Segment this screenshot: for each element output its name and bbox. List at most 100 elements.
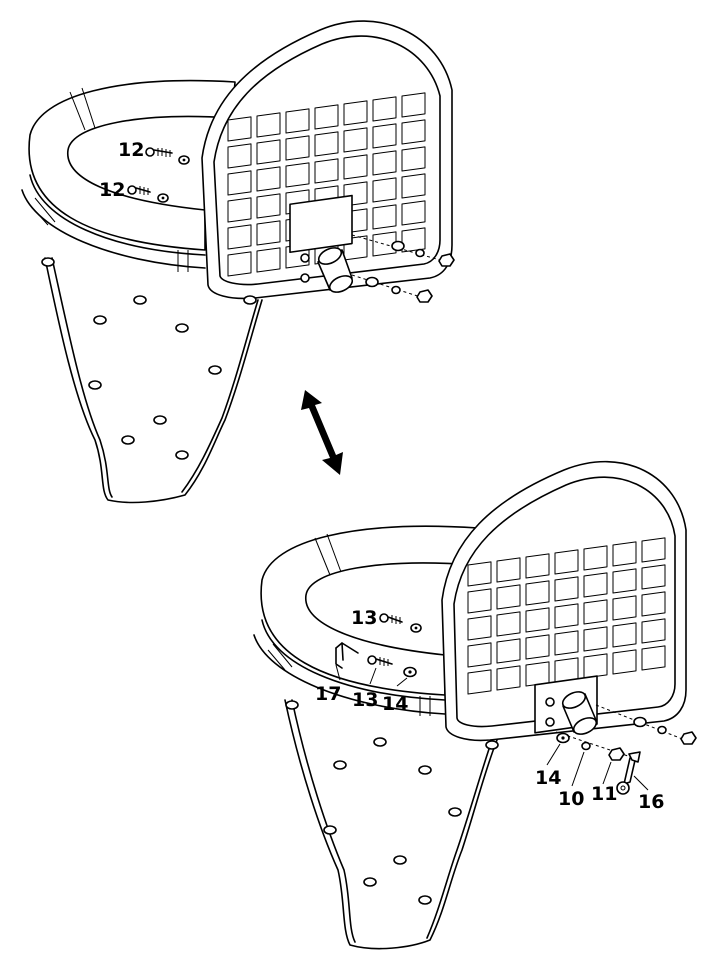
net-knot [285,700,299,710]
bottom-rim [253,525,479,716]
grid-cell [372,123,397,149]
bottom-bolt-head-2 [545,717,555,727]
grid-cell [372,150,397,176]
washer-icon [657,725,667,735]
grid-cell [227,224,252,250]
washer-icon [403,666,417,678]
grid-cell [641,564,666,590]
bottom-right-hardware-lower [555,731,641,795]
net-knot [373,737,387,747]
grid-cell [554,549,579,575]
grid-cell [641,591,666,617]
bottom-hoop-assembly: 13 17 13 14 14 10 11 16 [253,460,697,950]
grid-cell [401,173,426,199]
net-knot [333,760,347,770]
grid-cell [612,622,637,648]
bottom-mount-tube [561,691,598,735]
net-knot [323,825,337,835]
net-knot [133,295,147,305]
grid-cell [612,568,637,594]
grid-cell [343,127,368,153]
grid-cell [496,638,521,664]
bottom-right-hardware-upper [595,704,697,745]
net-knot [418,765,432,775]
grid-cell [256,247,281,273]
net-knot [243,295,257,305]
net-knot [175,450,189,460]
grid-cell [496,557,521,583]
callout-label: 10 [558,788,584,810]
callout-label: 12 [118,139,144,161]
nut-icon [416,289,433,303]
grid-cell [372,204,397,230]
grid-cell [343,154,368,180]
grid-cell [467,588,492,614]
top-backboard [201,20,453,300]
grid-cell [525,607,550,633]
grid-cell [372,96,397,122]
grid-cell [612,595,637,621]
callout-label: 16 [638,791,664,813]
grid-cell [401,119,426,145]
grid-cell [401,92,426,118]
grid-cell [256,166,281,192]
leader-line [633,775,649,791]
grid-cell [641,618,666,644]
washer-icon [391,240,405,252]
bottom-net [284,699,498,950]
top-hoop-assembly: 12 12 [21,20,455,504]
grid-cell [401,146,426,172]
grid-cell [641,537,666,563]
callout-label: 13 [352,689,378,711]
grid-cell [314,104,339,130]
grid-cell [554,603,579,629]
grid-cell [612,649,637,675]
washer-icon [410,623,422,633]
grid-cell [583,599,608,625]
grid-cell [612,541,637,567]
callout-label: 14 [382,693,408,715]
grid-cell [467,642,492,668]
top-right-hardware-upper [351,234,455,267]
callout-label: 13 [351,607,377,629]
leader-line [571,751,585,787]
top-rim [21,79,236,272]
grid-cell [554,630,579,656]
net-knot [153,415,167,425]
grid-cell [401,200,426,226]
grid-cell [256,139,281,165]
washer-icon [415,248,425,258]
bolt-icon [367,655,393,666]
net-knot [393,855,407,865]
grid-cell [227,197,252,223]
grid-cell [227,251,252,277]
leader-line [369,667,377,685]
grid-cell [496,611,521,637]
grid-cell [372,231,397,257]
callout-label: 12 [99,179,125,201]
top-mount-tube [317,247,354,293]
grid-cell [285,108,310,134]
leader-line [546,743,561,766]
callout-label: 17 [315,683,341,705]
nut-icon [680,731,697,745]
bolt-icon [145,147,173,157]
grid-cell [256,193,281,219]
nut-icon [608,747,625,761]
grid-cell [227,143,252,169]
net-knot [121,435,135,445]
net-knot [88,380,102,390]
washer-icon [391,285,401,295]
leader-line [335,664,341,681]
grid-cell [314,158,339,184]
grid-cell [554,576,579,602]
allen-key-icon [335,642,359,669]
top-mounting-plate [289,194,353,254]
grid-cell [285,162,310,188]
grid-cell [496,665,521,691]
grid-cell [583,653,608,679]
grid-cell [285,135,310,161]
callout-label: 11 [591,783,617,805]
grid-cell [583,572,608,598]
